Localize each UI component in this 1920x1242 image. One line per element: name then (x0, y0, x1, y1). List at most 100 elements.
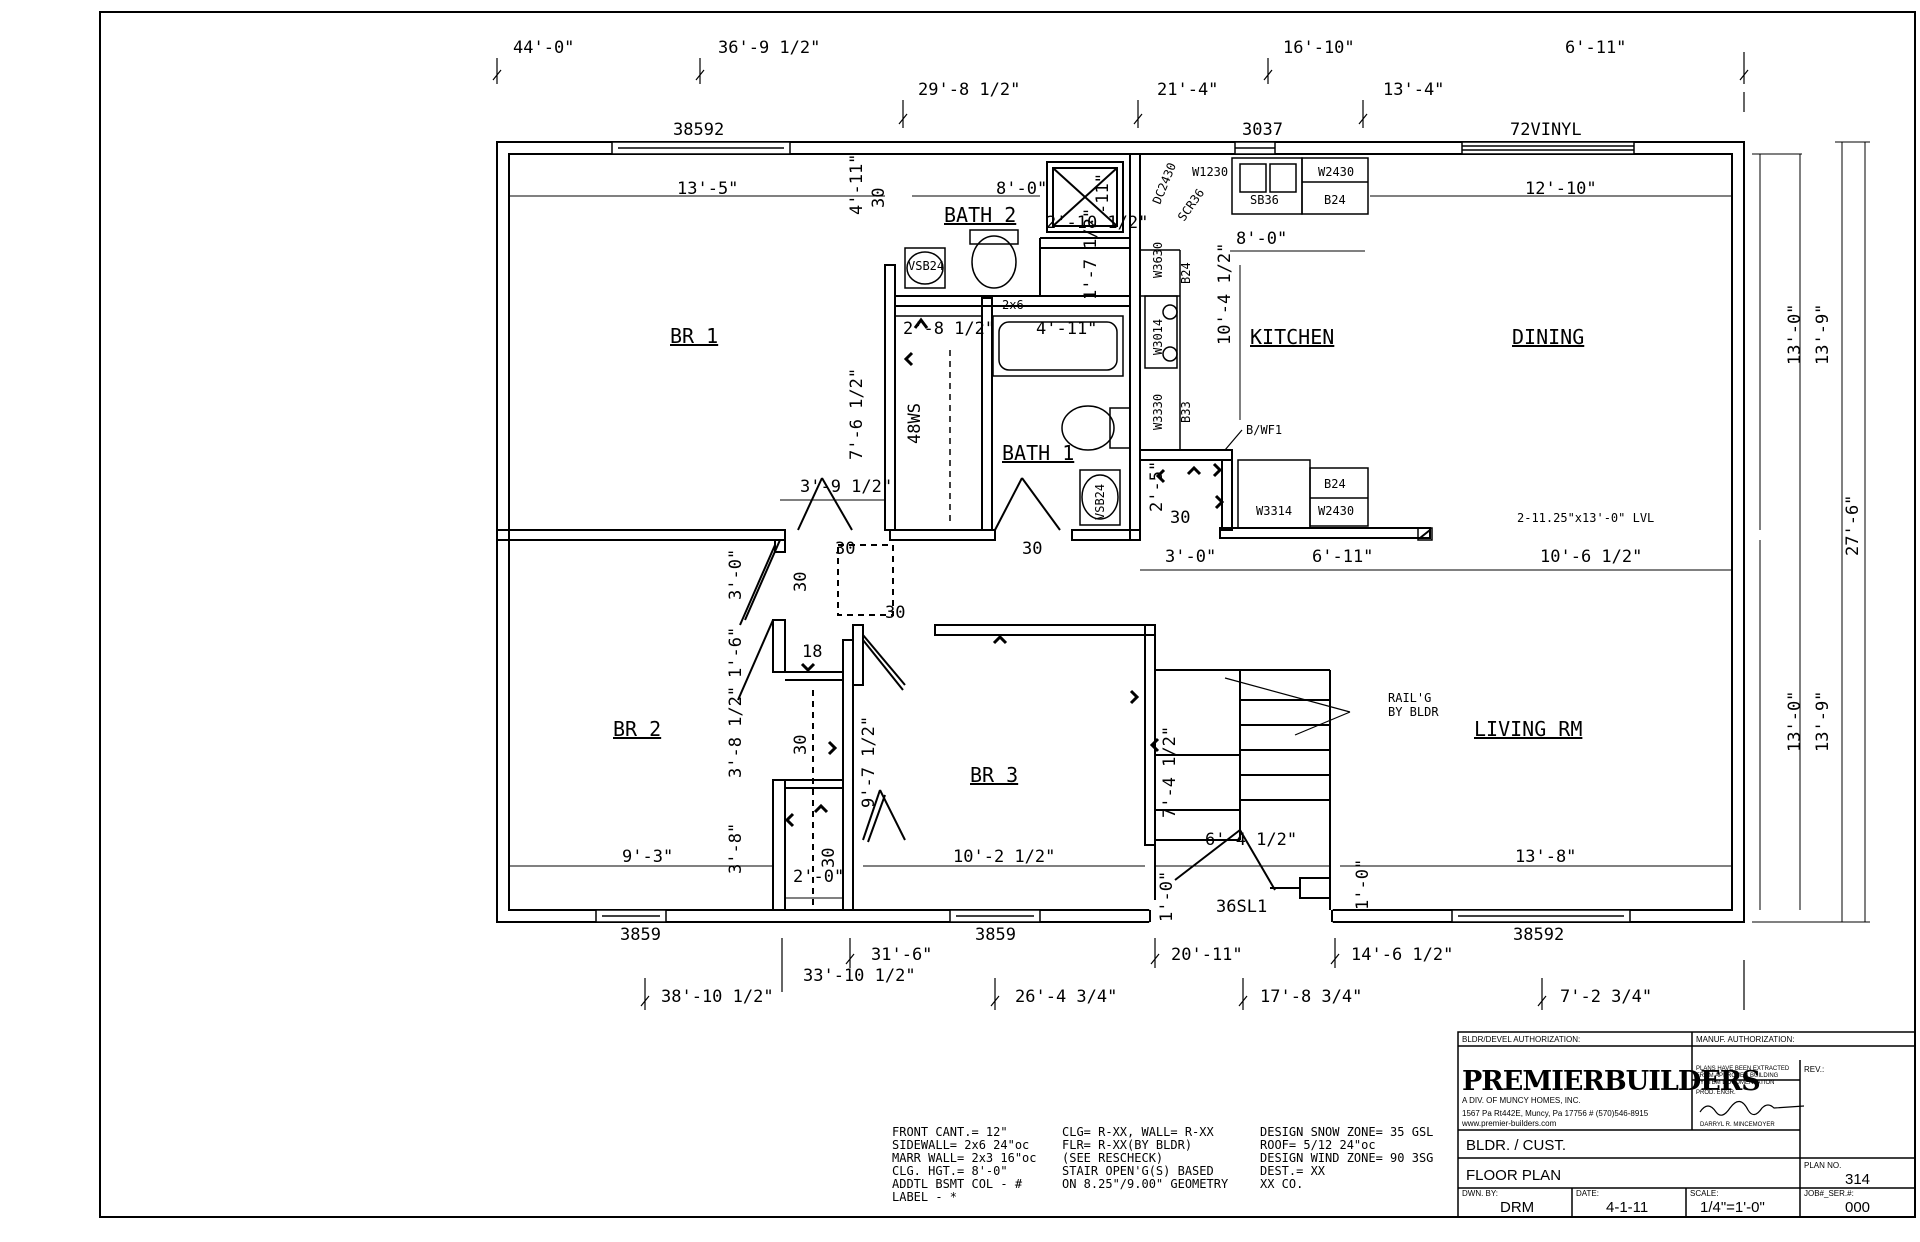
note-2-4: STAIR OPEN'G(S) BASED (1062, 1164, 1214, 1178)
dim-br3-depth: 9'-7 1/2" (859, 716, 879, 808)
lvl-marker (1417, 527, 1433, 541)
tb-plans-note-1: PLANS HAVE BEEN EXTRACTED (1696, 1066, 1790, 1072)
dim-30-c: 30 (835, 539, 855, 559)
dim-30-a: 30 (1170, 508, 1190, 528)
top-dimension-ticks (492, 52, 1749, 128)
fixture-2x6: 2x6 (1002, 298, 1024, 312)
fixture-b24-b: B24 (1179, 262, 1193, 284)
fixture-w2430-a: W2430 (1318, 165, 1354, 179)
dim-bottom-7: 7'-2 3/4" (1560, 987, 1652, 1007)
room-br2: BR 2 (613, 717, 661, 741)
dim-kitchen-2: 2'-5" (1147, 461, 1167, 512)
window-label-top-1: 38592 (673, 120, 724, 140)
dim-bath-closet: 1'-7 1/2" (1081, 208, 1101, 300)
bottom-dimension-ticks (640, 938, 1745, 1010)
fixture-w2430-b: W2430 (1318, 504, 1354, 518)
room-bath2: BATH 2 (944, 203, 1016, 227)
tb-website: www.premier-builders.com (1461, 1119, 1557, 1128)
window-label-bottom-1: 3859 (620, 925, 661, 945)
fixture-vsb24-b: VSB24 (1093, 484, 1107, 520)
dim-kitchen-8: 8'-0" (1236, 229, 1287, 249)
dim-br1-width: 13'-5" (677, 179, 738, 199)
dim-br2-1: 1'-6" (726, 627, 746, 678)
fixture-w3630: W3630 (1151, 242, 1165, 278)
entry-opening-jambs (1149, 910, 1333, 922)
dim-closet-30: 30 (869, 188, 889, 208)
dim-top-16: 16'-10" (1283, 38, 1355, 58)
dim-shower-depth: -11" (1093, 173, 1113, 214)
tb-rev: REV.: (1804, 1065, 1824, 1074)
fixture-lvl: 2-11.25"x13'-0" LVL (1517, 511, 1654, 525)
dim-closet-depth: 4'-11" (847, 154, 867, 215)
tb-date-label: DATE: (1576, 1189, 1599, 1198)
dim-hall-door: 3'-9 1/2" (800, 477, 892, 497)
tb-division: A DIV. OF MUNCY HOMES, INC. (1462, 1096, 1581, 1105)
tb-dwn-by: DRM (1500, 1199, 1534, 1216)
window-label-bottom-2: 3859 (975, 925, 1016, 945)
notes-col-1: FRONT CANT.= 12" SIDEWALL= 2x6 24"oc MAR… (892, 1125, 1037, 1204)
window-label-bottom-3: 38592 (1513, 925, 1564, 945)
bottom-windows (595, 908, 1631, 924)
tb-prod-engr: PROD. ENGR. (1696, 1090, 1736, 1096)
fixture-b24-c: B24 (1324, 477, 1346, 491)
tb-job-label: JOB#_SER.#: (1804, 1189, 1854, 1198)
fixture-vsb24-a: VSB24 (908, 259, 944, 273)
dim-top-13: 13'-4" (1383, 80, 1444, 100)
dim-stair-7: 7'-4 1/2" (1160, 726, 1180, 818)
dim-bottom-26: 26'-4 3/4" (1015, 987, 1117, 1007)
room-br3: BR 3 (970, 763, 1018, 787)
note-1-4: CLG. HGT.= 8'-0" (892, 1164, 1008, 1178)
dim-right-13d: 13'-9" (1813, 691, 1833, 752)
dim-entry-1b: 1'-0" (1353, 859, 1373, 910)
fixture-railing-1: RAIL'G (1388, 691, 1431, 705)
interior-walls (496, 153, 1431, 911)
dim-stair-6: 6'-4 1/2" (1205, 830, 1297, 850)
dim-18: 18 (802, 642, 822, 662)
window-label-top-3: 72VINYL (1510, 120, 1582, 140)
dim-bottom-38: 38'-10 1/2" (661, 987, 774, 1007)
note-2-2: FLR= R-XX(BY BLDR) (1062, 1138, 1192, 1152)
bath2-fixtures (894, 229, 1131, 530)
dim-right-13c: 13'-0" (1785, 691, 1805, 752)
dim-br2-3: 3'-0" (726, 549, 746, 600)
note-3-3: DESIGN WIND ZONE= 90 3SG (1260, 1151, 1433, 1165)
dim-dining-width: 12'-10" (1525, 179, 1597, 199)
fixture-dc2430: DC2430 (1150, 161, 1179, 206)
dim-dining-10: 10'-6 1/2" (1540, 547, 1642, 567)
note-1-5: ADDTL BSMT COL - # (892, 1177, 1023, 1191)
tb-plan-no-label: PLAN NO. (1804, 1161, 1841, 1170)
dim-bottom-14: 14'-6 1/2" (1351, 945, 1453, 965)
dim-30-d: 30 (885, 603, 905, 623)
note-3-2: ROOF= 5/12 24"oc (1260, 1138, 1376, 1152)
dim-30-e: 30 (791, 572, 811, 592)
dim-bath2-width: 8'-0" (996, 179, 1047, 199)
door-markers (784, 317, 1225, 828)
dim-30-f: 30 (791, 735, 811, 755)
note-3-5: XX CO. (1260, 1177, 1303, 1191)
fixture-w3330: W3330 (1151, 394, 1165, 430)
note-2-3: (SEE RESCHECK) (1062, 1151, 1163, 1165)
tb-job: 000 (1845, 1199, 1870, 1216)
fixture-scr36: SCR36 (1175, 186, 1207, 224)
note-1-1: FRONT CANT.= 12" (892, 1125, 1008, 1139)
dim-kitchen-depth: 10'-4 1/2" (1215, 243, 1235, 345)
fixture-w3314: W3314 (1256, 504, 1292, 518)
dim-bottom-33: 33'-10 1/2" (803, 966, 916, 986)
tb-date: 4-1-11 (1606, 1199, 1648, 1216)
dim-right-13b: 13'-9" (1813, 304, 1833, 365)
title-block (1457, 1031, 1916, 1218)
dim-30-b: 30 (1022, 539, 1042, 559)
dim-top-21: 21'-4" (1157, 80, 1218, 100)
fixture-railing-2: BY BLDR (1388, 705, 1439, 719)
dim-bottom-17: 17'-8 3/4" (1260, 987, 1362, 1007)
notes-col-3: DESIGN SNOW ZONE= 35 GSL ROOF= 5/12 24"o… (1260, 1125, 1433, 1191)
dim-top-29: 29'-8 1/2" (918, 80, 1020, 100)
dim-right-27: 27'-6" (1843, 495, 1863, 556)
fixture-sb36: SB36 (1250, 193, 1279, 207)
tb-floor-plan: FLOOR PLAN (1466, 1167, 1561, 1184)
tb-brand-logo: PREMIERBUILDERS (1462, 1066, 1760, 1097)
window-label-top-2: 3037 (1242, 120, 1283, 140)
dim-br1-depth: 7'-6 1/2" (847, 368, 867, 460)
interior-dimension-lines (509, 141, 1870, 923)
note-2-5: ON 8.25"/9.00" GEOMETRY (1062, 1177, 1229, 1191)
